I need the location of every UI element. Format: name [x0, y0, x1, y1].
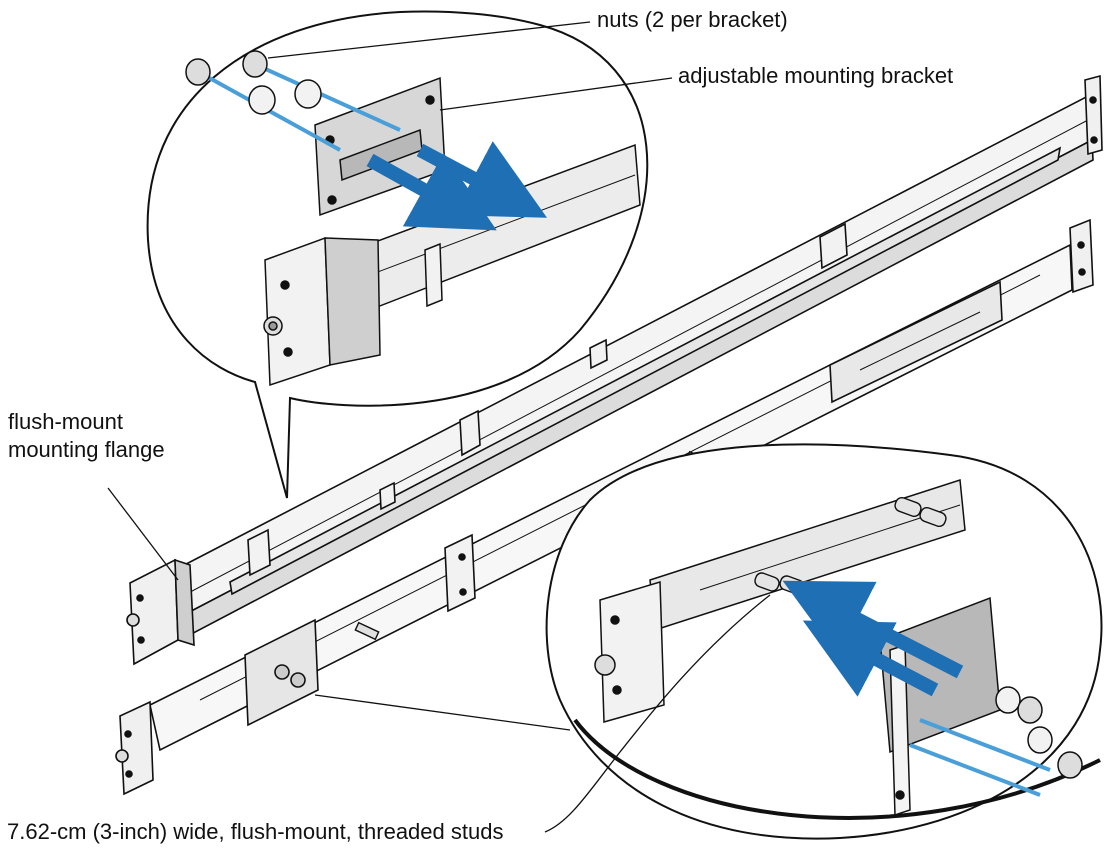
- flange-callout-line2: mounting flange: [8, 437, 165, 462]
- nuts-and-washers: [185, 50, 322, 115]
- flange-callout-line1: flush-mount: [8, 409, 123, 434]
- top-magnified-view: [146, 10, 649, 499]
- upper-rail: [126, 74, 1103, 666]
- bottom-magnified-view: [314, 443, 1103, 840]
- studs-callout: 7.62-cm (3-inch) wide, flush-mount, thre…: [7, 819, 504, 844]
- leader-lines: [107, 21, 771, 833]
- adjustable-bracket-callout: adjustable mounting bracket: [678, 63, 954, 88]
- flange-callout: flush-mount mounting flange: [8, 408, 228, 464]
- nuts-callout: nuts (2 per bracket): [597, 7, 788, 32]
